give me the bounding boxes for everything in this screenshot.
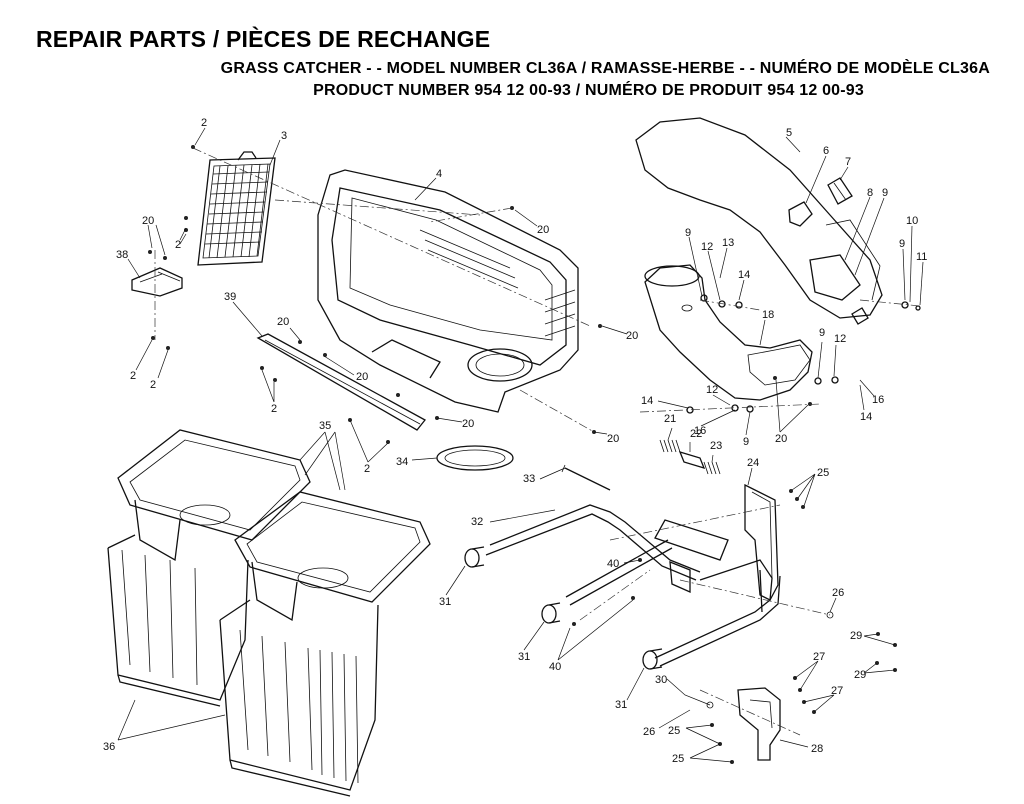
callout-32: 32	[471, 516, 483, 528]
callout-10: 10	[906, 215, 918, 227]
part-screen	[197, 151, 276, 266]
callout-29: 29	[850, 630, 862, 642]
part-6-7-latch	[788, 177, 853, 227]
part-spring-set	[659, 439, 721, 475]
callout-2: 2	[201, 117, 207, 129]
part-ring-34	[436, 445, 514, 471]
part-lower-chute	[644, 264, 813, 401]
callout-13: 13	[722, 237, 734, 249]
callout-2: 2	[130, 370, 136, 382]
part-bracket-28	[737, 687, 781, 761]
assembly-center-lines	[154, 147, 921, 736]
callout-labels: 2 3 4 5 6 7 8 9 10 11 9 12 13 14 9 20 2 …	[103, 117, 927, 765]
callout-34: 34	[396, 456, 408, 468]
callout-18: 18	[762, 309, 774, 321]
callout-2: 2	[175, 239, 181, 251]
callout-14: 14	[860, 411, 872, 423]
callout-24: 24	[747, 457, 759, 469]
callout-21: 21	[664, 413, 676, 425]
callout-9: 9	[899, 238, 905, 250]
callout-27: 27	[831, 685, 843, 697]
part-frame-32	[485, 504, 781, 667]
part-baskets	[107, 534, 379, 797]
callout-14: 14	[738, 269, 750, 281]
callout-29: 29	[854, 669, 866, 681]
callout-31: 31	[439, 596, 451, 608]
callout-2: 2	[364, 463, 370, 475]
callout-3: 3	[281, 130, 287, 142]
callout-30: 30	[655, 674, 667, 686]
page-subtitle-product: PRODUCT NUMBER 954 12 00-93 / NUMÉRO DE …	[313, 82, 864, 99]
callout-33: 33	[523, 473, 535, 485]
callout-20: 20	[356, 371, 368, 383]
part-end-caps-31	[464, 546, 663, 670]
callout-20: 20	[626, 330, 638, 342]
callout-40: 40	[549, 661, 561, 673]
callout-6: 6	[823, 145, 829, 157]
callout-12: 12	[834, 333, 846, 345]
callout-31: 31	[615, 699, 627, 711]
callout-27: 27	[813, 651, 825, 663]
callout-8: 8	[867, 187, 873, 199]
callout-9: 9	[685, 227, 691, 239]
page-subtitle-model: GRASS CATCHER - - MODEL NUMBER CL36A / R…	[220, 60, 990, 77]
callout-20: 20	[142, 215, 154, 227]
callout-36: 36	[103, 741, 115, 753]
callout-35: 35	[319, 420, 331, 432]
callout-26: 26	[832, 587, 844, 599]
part-bracket-24	[744, 483, 779, 601]
part-bracket-38	[131, 267, 183, 297]
part-catcher-lids	[117, 429, 431, 622]
callout-2: 2	[271, 403, 277, 415]
callout-28: 28	[811, 743, 823, 755]
callout-7: 7	[845, 156, 851, 168]
part-rod-33	[561, 464, 611, 491]
callout-25: 25	[668, 725, 680, 737]
callout-31: 31	[518, 651, 530, 663]
callout-20: 20	[607, 433, 619, 445]
callout-22: 22	[690, 428, 702, 440]
callout-16: 16	[872, 394, 884, 406]
callout-9: 9	[743, 436, 749, 448]
callout-23: 23	[710, 440, 722, 452]
callout-20: 20	[775, 433, 787, 445]
part-deflector-39	[256, 333, 426, 431]
callout-12: 12	[706, 384, 718, 396]
page-title: REPAIR PARTS / PIÈCES DE RECHANGE	[36, 26, 491, 52]
callout-9: 9	[882, 187, 888, 199]
callout-39: 39	[224, 291, 236, 303]
callout-leader-lines	[117, 127, 924, 763]
callout-26: 26	[643, 726, 655, 738]
callout-40: 40	[607, 558, 619, 570]
callout-20: 20	[277, 316, 289, 328]
callout-38: 38	[116, 249, 128, 261]
callout-5: 5	[786, 127, 792, 139]
callout-25: 25	[817, 467, 829, 479]
callout-12: 12	[701, 241, 713, 253]
callout-14: 14	[641, 395, 653, 407]
part-upper-chute	[635, 117, 883, 325]
part-chute-housing	[317, 169, 579, 413]
callout-20: 20	[462, 418, 474, 430]
callout-4: 4	[436, 168, 442, 180]
callout-25: 25	[672, 753, 684, 765]
callout-16: 16	[694, 425, 706, 437]
callout-9: 9	[819, 327, 825, 339]
callout-20: 20	[537, 224, 549, 236]
callout-2: 2	[150, 379, 156, 391]
callout-11: 11	[916, 251, 927, 263]
